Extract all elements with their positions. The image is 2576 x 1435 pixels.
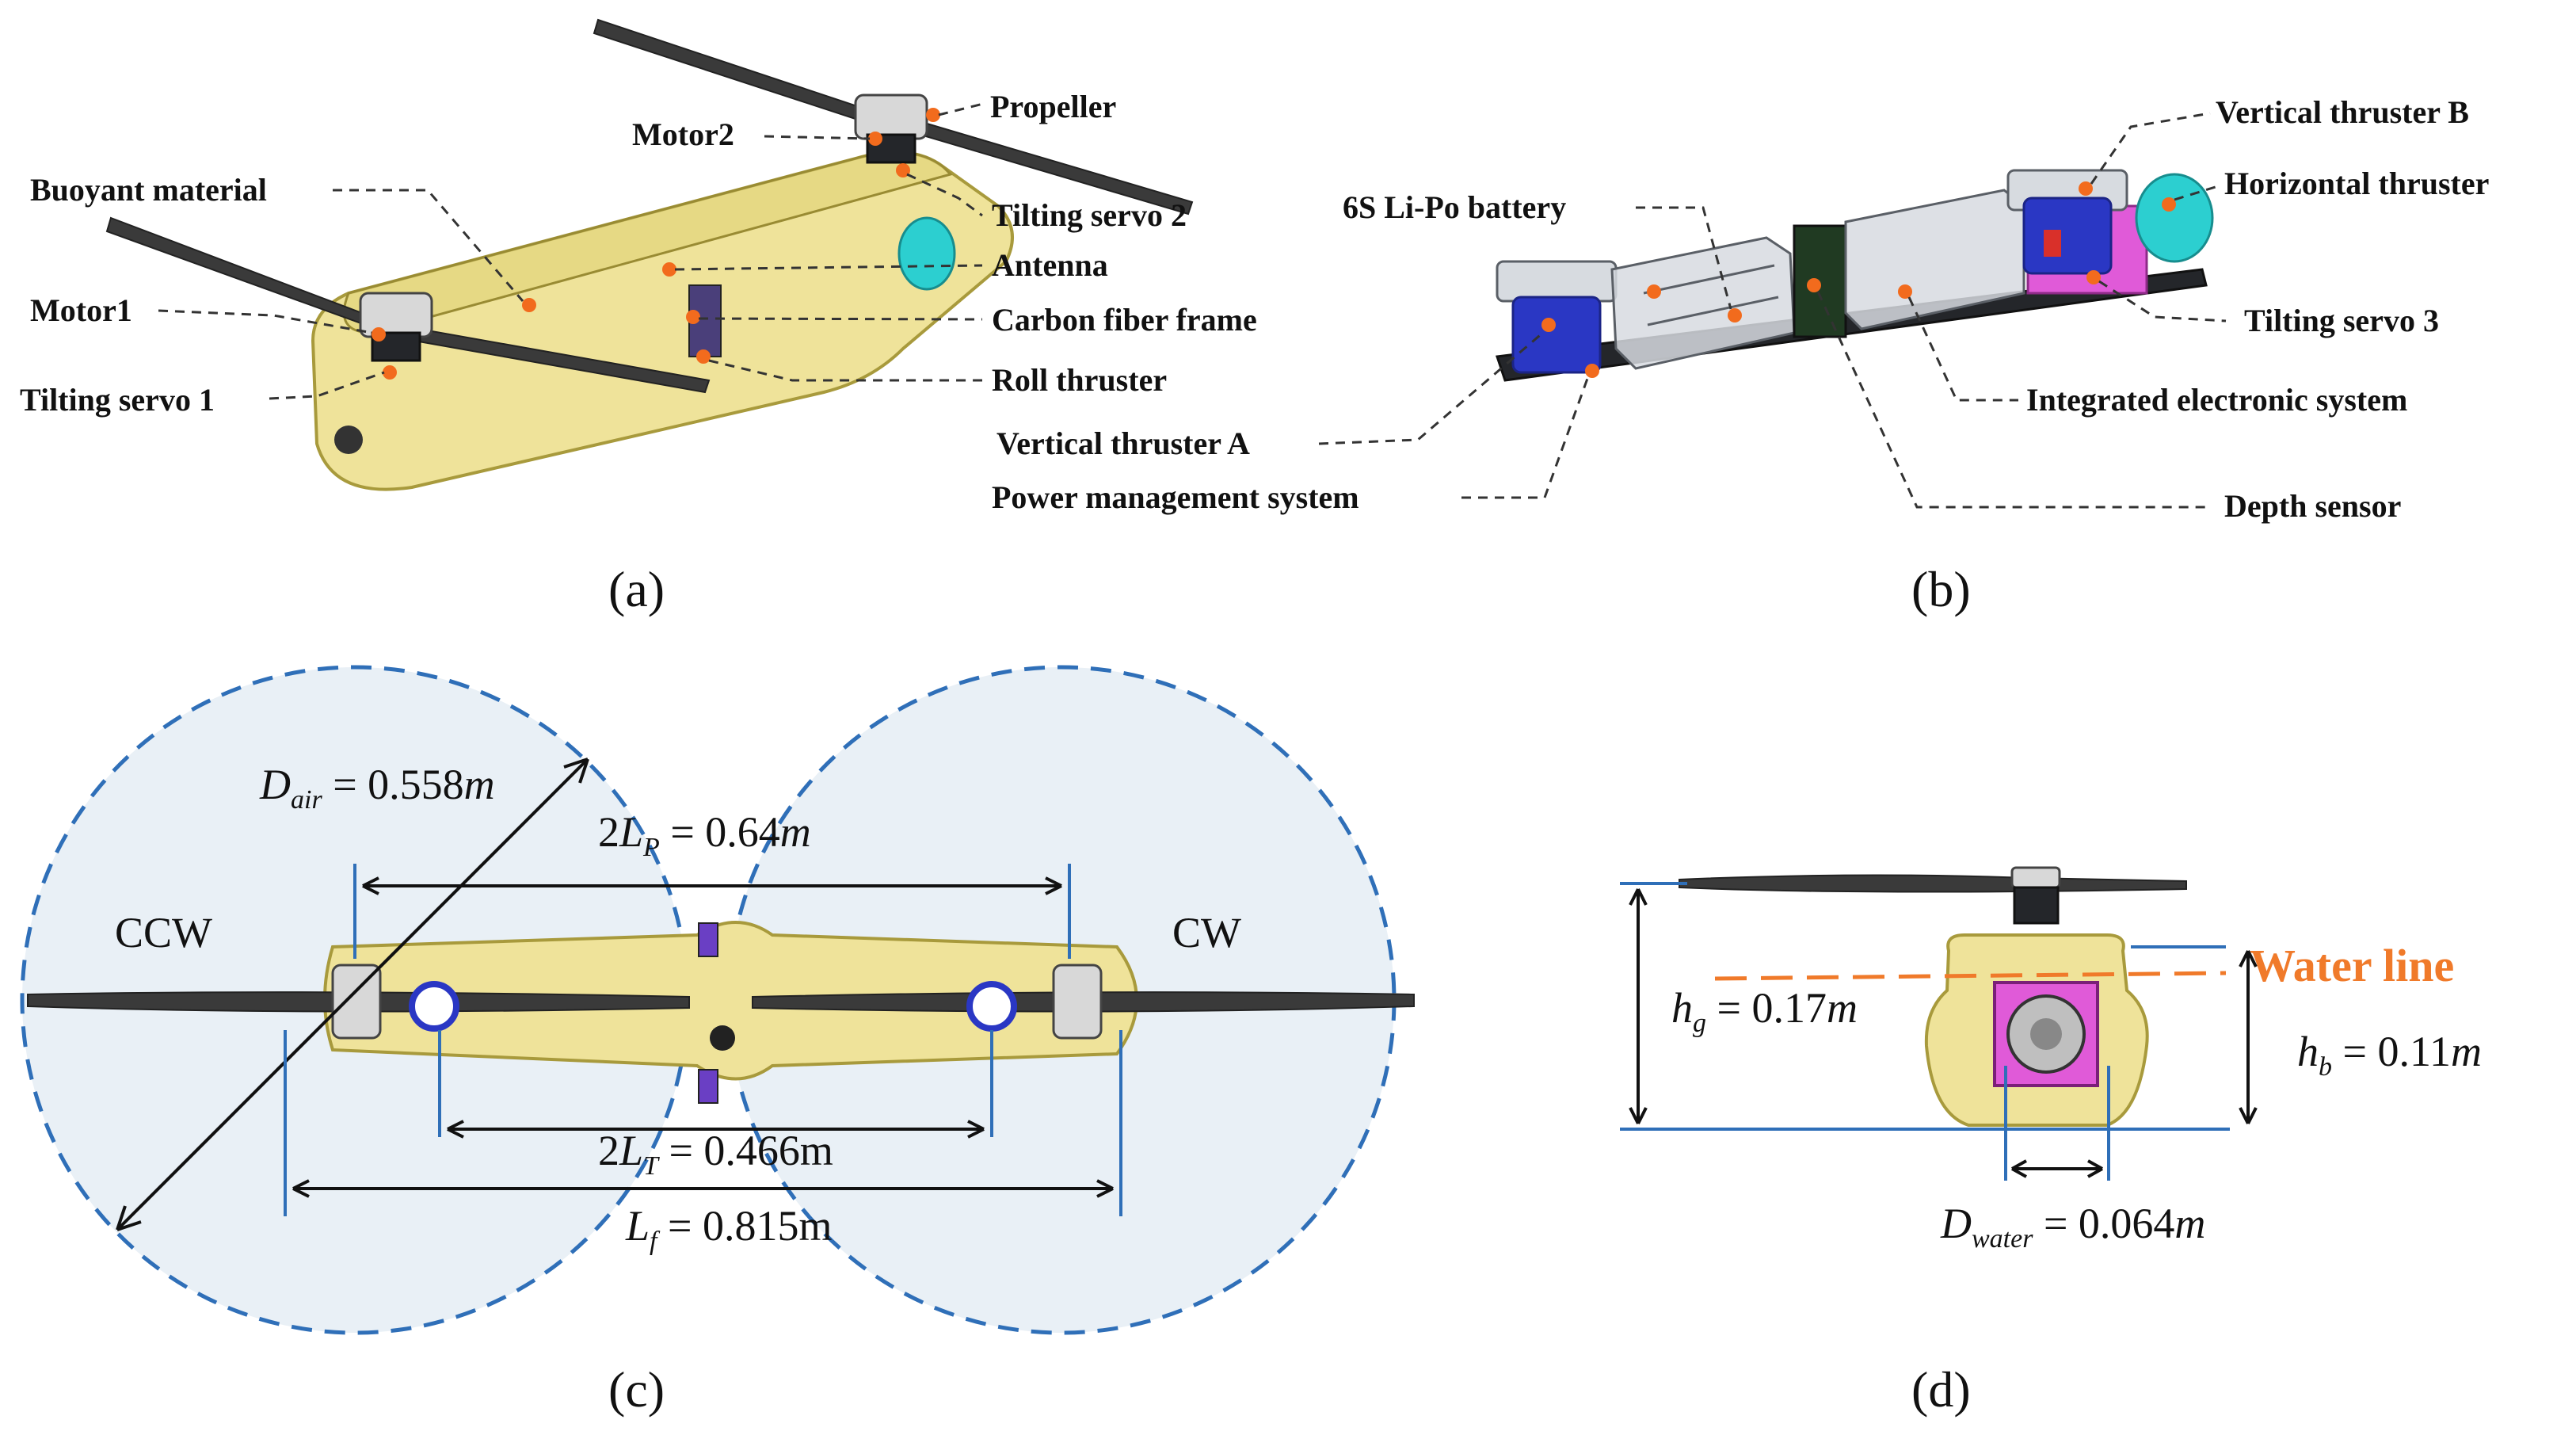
- vertical-thruster-b: [2006, 169, 2128, 275]
- motor-body-front: [2013, 886, 2060, 925]
- label-d-water: Dwater = 0.064m: [1940, 1200, 2205, 1254]
- roll-thruster-top: [698, 922, 718, 957]
- center-hub: [710, 1025, 735, 1051]
- label-water-line: Water line: [2250, 940, 2454, 991]
- panel-c: CCW CW Dair = 0.558m 2LP = 0.64m 2LT = 0…: [20, 665, 1415, 1418]
- horizontal-thruster-b: [2135, 173, 2214, 263]
- label-battery: 6S Li-Po battery: [1343, 189, 1566, 225]
- dot-servo2: [896, 163, 910, 177]
- dot-ies: [1898, 284, 1912, 299]
- panel-a: Propeller Motor2 Buoyant material Tiltin…: [20, 18, 1257, 617]
- panel-d: Water line hg = 0.17m hb = 0.11m Dwater …: [1620, 866, 2482, 1418]
- label-vertical-thruster-b: Vertical thruster B: [2216, 94, 2469, 130]
- label-h-g: hg = 0.17m: [1671, 984, 1858, 1038]
- label-tilting-servo-3: Tilting servo 3: [2244, 303, 2439, 338]
- roll-thruster-bottom: [698, 1069, 718, 1104]
- label-roll-thruster: Roll thruster: [992, 362, 1167, 398]
- dot-battery2: [1647, 284, 1661, 299]
- label-l-t: 2LT = 0.466m: [598, 1127, 833, 1181]
- blade-front-view: [1679, 874, 2187, 893]
- label-propeller: Propeller: [990, 89, 1116, 124]
- label-carbon-fiber-frame: Carbon fiber frame: [992, 302, 1257, 338]
- label-vertical-thruster-a: Vertical thruster A: [996, 426, 1250, 461]
- dot-propeller: [926, 108, 940, 122]
- motor-right: [1052, 964, 1103, 1040]
- label-d-air: Dair = 0.558m: [259, 761, 495, 815]
- hull-a: [311, 151, 1014, 491]
- label-integrated-electronic-system: Integrated electronic system: [2026, 382, 2407, 418]
- caption-a: (a): [608, 561, 665, 617]
- hull-c: [323, 921, 1138, 1081]
- label-l-p: 2LP = 0.64m: [598, 808, 811, 862]
- label-antenna: Antenna: [992, 247, 1108, 283]
- label-horizontal-thruster: Horizontal thruster: [2224, 166, 2489, 201]
- dot-antenna: [662, 262, 676, 277]
- dot-vta: [1541, 318, 1556, 332]
- label-ccw: CCW: [115, 909, 212, 956]
- water-line: [1714, 971, 2227, 981]
- dot-buoyant: [522, 298, 536, 312]
- dot-servo3: [2086, 270, 2101, 284]
- panel-b: Vertical thruster B Horizontal thruster …: [992, 94, 2489, 617]
- label-h-b: hb = 0.11m: [2297, 1028, 2482, 1082]
- nose-camera: [334, 426, 363, 454]
- dot-servo1: [383, 365, 397, 380]
- label-cw: CW: [1172, 909, 1241, 956]
- vertical-thruster-a: [1496, 260, 1618, 374]
- vthr-right: [966, 981, 1017, 1032]
- dot-frame: [686, 310, 700, 324]
- dot-motor2: [868, 132, 882, 146]
- dot-motor1: [372, 327, 386, 342]
- vthr-left: [409, 981, 459, 1032]
- horizontal-thruster-a: [897, 216, 956, 291]
- electronic-box: [1844, 189, 2025, 330]
- electronics-board: [1793, 224, 1847, 338]
- label-tilting-servo-2: Tilting servo 2: [992, 197, 1187, 233]
- caption-b: (b): [1911, 561, 1971, 617]
- label-tilting-servo-1: Tilting servo 1: [20, 382, 215, 418]
- label-l-f: Lf = 0.815m: [625, 1202, 832, 1256]
- label-depth-sensor: Depth sensor: [2224, 488, 2401, 524]
- label-power-management-system: Power management system: [992, 479, 1359, 515]
- label-buoyant-material: Buoyant material: [30, 172, 267, 208]
- label-motor2: Motor2: [632, 116, 734, 152]
- dim-d-air: [116, 758, 589, 1231]
- caption-d: (d): [1911, 1361, 1971, 1418]
- label-motor1: Motor1: [30, 292, 132, 328]
- dot-pms: [1585, 364, 1599, 378]
- battery-box: [1610, 236, 1796, 370]
- dot-battery: [1728, 308, 1742, 322]
- dot-horiz: [2162, 197, 2176, 212]
- caption-c: (c): [608, 1361, 665, 1418]
- motor-left: [331, 964, 382, 1040]
- rotor-rear: [593, 18, 1194, 216]
- dot-roll: [696, 349, 711, 364]
- motor-front-view: [2010, 866, 2061, 889]
- dot-vtb: [2079, 181, 2093, 196]
- dot-depth: [1807, 278, 1821, 292]
